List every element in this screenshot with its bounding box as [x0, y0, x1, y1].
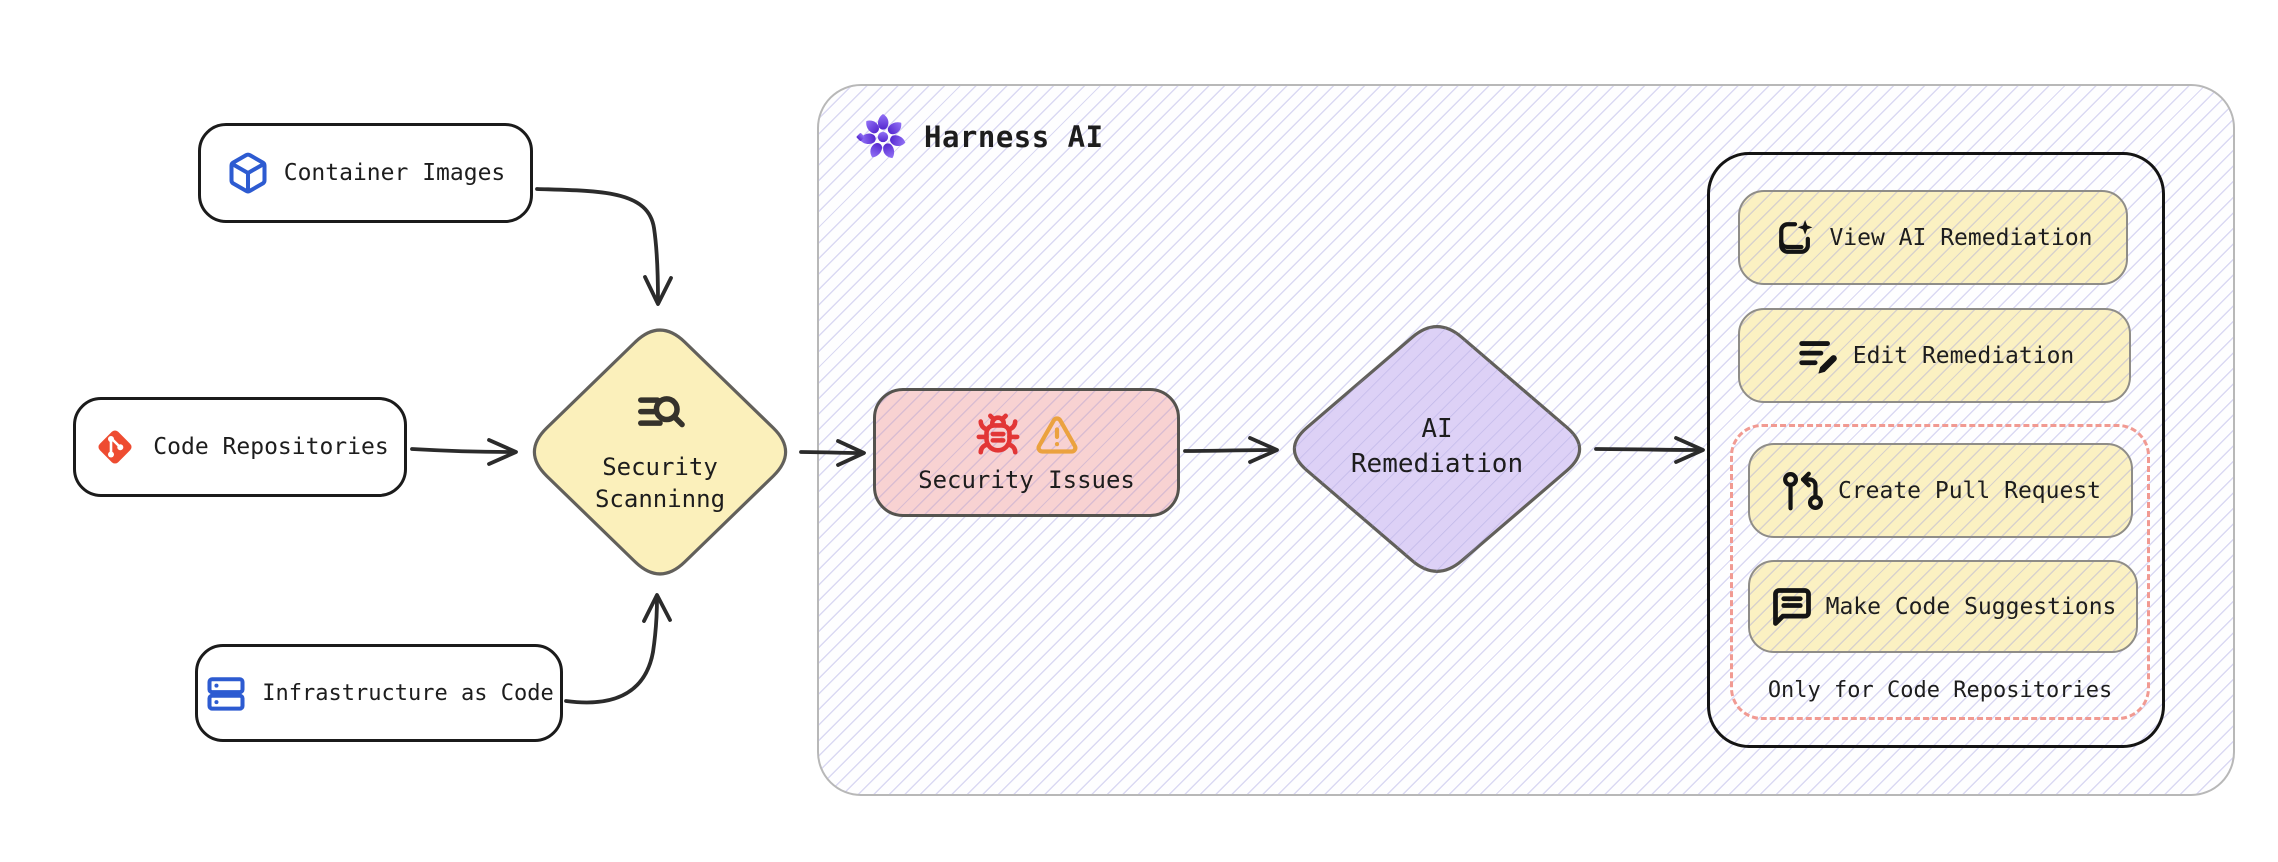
make-code-suggestions-node: Make Code Suggestions — [1748, 560, 2138, 653]
ai-remediation-label-line1: AI — [1421, 414, 1453, 444]
node-label: Infrastructure as Code — [262, 680, 554, 706]
security-scanning-label-line2: Scanninng — [594, 485, 726, 513]
security-scanning-node: Security Scanninng — [523, 334, 797, 572]
node-container-images: Container Images — [198, 123, 533, 223]
action-label: View AI Remediation — [1829, 224, 2093, 251]
node-code-repositories: Code Repositories — [73, 397, 407, 497]
edit-list-icon — [1795, 333, 1841, 379]
code-comment-icon — [1770, 585, 1814, 629]
edit-remediation-node: Edit Remediation — [1738, 308, 2131, 403]
ai-remediation-node: AI Remediation — [1282, 412, 1592, 482]
action-label: Make Code Suggestions — [1825, 593, 2117, 620]
create-pull-request-node: Create Pull Request — [1748, 443, 2133, 538]
node-label: Code Repositories — [153, 434, 389, 460]
ai-document-icon — [1773, 216, 1817, 260]
harness-ai-header: Harness AI — [856, 110, 1104, 164]
security-scanning-label-line1: Security — [602, 453, 718, 482]
security-issues-icons — [975, 412, 1079, 458]
warning-triangle-icon — [1035, 413, 1079, 457]
repo-only-note: Only for Code Repositories — [1767, 678, 2113, 703]
node-label: Container Images — [283, 160, 506, 186]
action-label: Edit Remediation — [1852, 342, 2075, 369]
bug-icon — [975, 412, 1021, 458]
server-stack-icon — [204, 671, 248, 715]
harness-ai-logo-icon — [856, 110, 910, 164]
harness-ai-title: Harness AI — [924, 120, 1104, 154]
container-cube-icon — [226, 151, 270, 195]
search-code-icon — [631, 390, 689, 438]
git-icon — [91, 423, 139, 471]
pull-request-icon — [1780, 468, 1826, 514]
repo-only-dashed-box — [1730, 424, 2150, 720]
view-ai-remediation-node: View AI Remediation — [1738, 190, 2128, 285]
node-security-issues: Security Issues — [873, 388, 1180, 517]
action-label: Create Pull Request — [1837, 477, 2102, 504]
ai-remediation-label-line2: Remediation — [1350, 449, 1524, 480]
security-issues-label: Security Issues — [918, 465, 1135, 494]
actions-group-box — [1707, 152, 2165, 748]
node-infrastructure-as-code: Infrastructure as Code — [195, 644, 563, 742]
